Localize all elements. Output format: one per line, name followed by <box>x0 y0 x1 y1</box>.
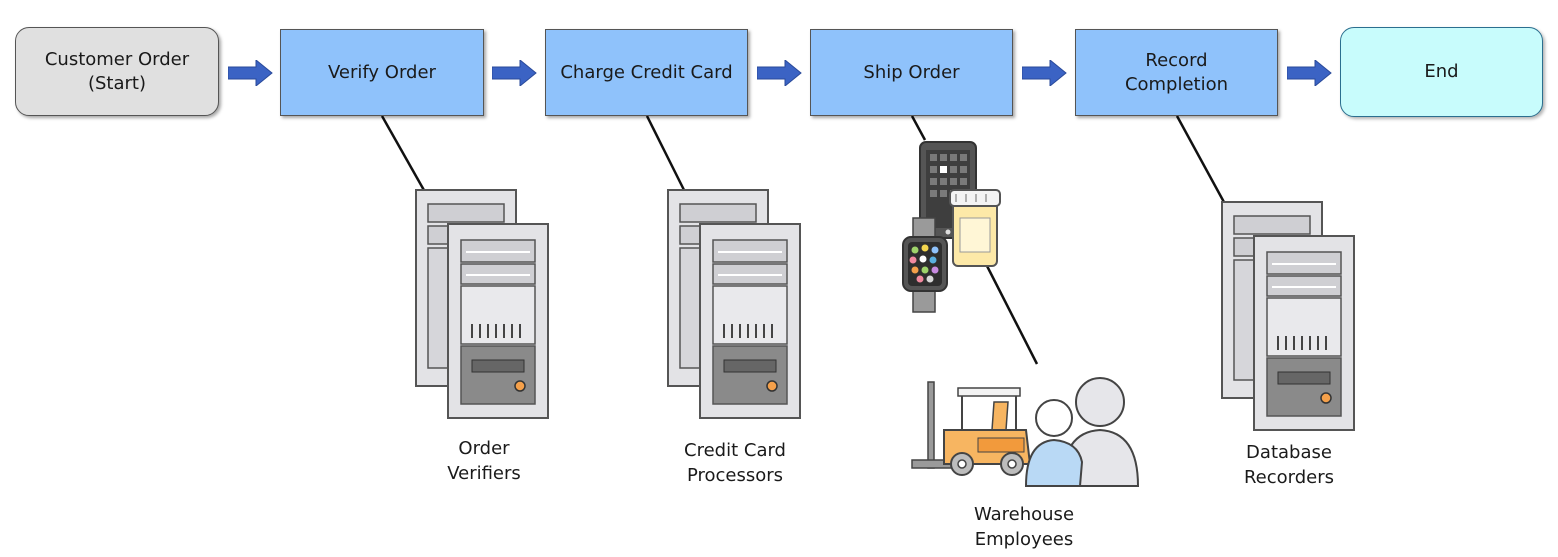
server-rack-icon <box>667 189 801 419</box>
flow-arrow-1 <box>228 60 273 86</box>
end-node: End <box>1340 27 1543 117</box>
flow-arrow-2 <box>492 60 537 86</box>
step-verify-order: Verify Order <box>280 29 484 116</box>
label-warehouse-employees: Warehouse Employees <box>973 504 1075 550</box>
pill-bottle-icon <box>949 189 1001 267</box>
link-ship-order <box>910 115 927 141</box>
step-record-completion: Record Completion <box>1075 29 1278 116</box>
smartwatch-icon <box>902 217 948 313</box>
start-node: Customer Order (Start) <box>15 27 219 116</box>
label-database-recorders: Database Recorders <box>1243 442 1335 488</box>
label-credit-card-processors: Credit Card Processors <box>684 440 786 486</box>
devices-group <box>902 141 1001 313</box>
flow-arrow-3 <box>757 60 802 86</box>
step-charge-credit-card: Charge Credit Card <box>545 29 748 116</box>
link-verify-order <box>380 115 427 193</box>
link-record <box>1175 115 1227 205</box>
flow-arrow-5 <box>1287 60 1332 86</box>
flow-arrow-4 <box>1022 60 1067 86</box>
label-order-verifiers: Order Verifiers <box>447 438 521 484</box>
person-front-icon <box>1024 399 1084 487</box>
server-rack-icon <box>415 189 549 419</box>
link-ship-workers <box>983 261 1039 365</box>
warehouse-workers-icon <box>911 377 1140 487</box>
server-rack-icon <box>1221 201 1355 431</box>
forklift-icon <box>911 381 1032 476</box>
step-ship-order: Ship Order <box>810 29 1013 116</box>
link-charge-card <box>645 115 687 193</box>
